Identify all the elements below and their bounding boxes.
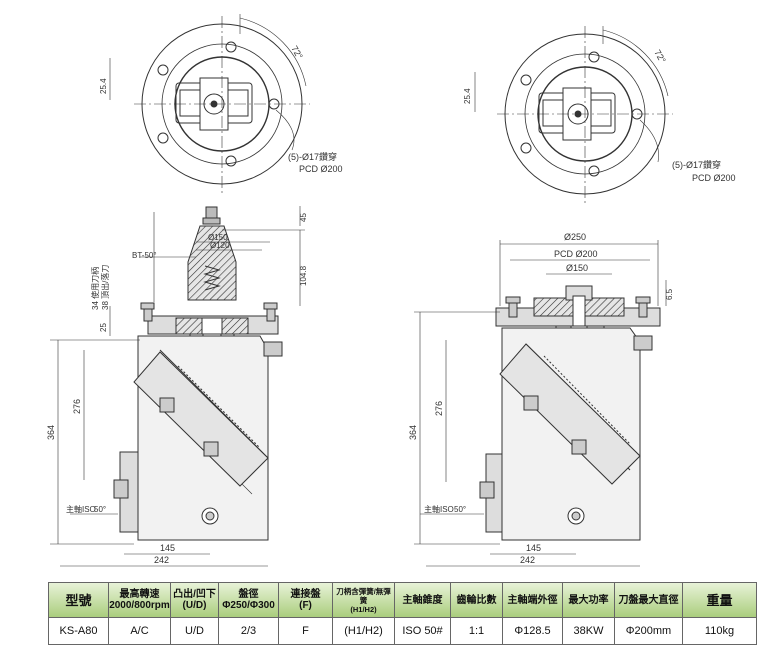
left-top-offset: 25.4 bbox=[99, 78, 108, 94]
spec-header-model: 型號 bbox=[48, 582, 109, 618]
left-side-h25: 25 bbox=[99, 323, 108, 332]
spec-header-holder: 刀柄含彈簧/無彈簧(H1/H2) bbox=[332, 582, 395, 618]
right-top-angle: 72° bbox=[652, 48, 668, 65]
spec-cell-ud: U/D bbox=[170, 617, 219, 645]
spec-cell-ratio: 1:1 bbox=[450, 617, 503, 645]
left-side-h364: 364 bbox=[46, 425, 56, 440]
technical-drawing: 72° (5)-Ø17鑽穿 PCD Ø200 25.4 72° (5)-Ø17鑽… bbox=[46, 14, 736, 567]
left-side-w145: 145 bbox=[160, 543, 175, 553]
spec-cell-taper: ISO 50# bbox=[394, 617, 451, 645]
spec-row: KS-A80 A/C U/D 2/3 F (H1/H2) ISO 50# 1:1… bbox=[48, 617, 757, 645]
spec-cell-flange: F bbox=[278, 617, 333, 645]
right-top-pcd: PCD Ø200 bbox=[692, 173, 736, 183]
left-top-view bbox=[109, 14, 310, 196]
spec-header-ratio: 齒輪比數 bbox=[450, 582, 503, 618]
spec-cell-power: 38KW bbox=[562, 617, 615, 645]
right-side-h276: 276 bbox=[434, 401, 444, 416]
right-side-pcd200: PCD Ø200 bbox=[554, 249, 598, 259]
right-side-h65: 6.5 bbox=[665, 288, 674, 300]
left-top-angle: 72° bbox=[289, 44, 305, 61]
right-top-view bbox=[474, 26, 673, 206]
right-side-d250: Ø250 bbox=[564, 232, 586, 242]
spec-header-max-dia: 刀盤最大直徑 bbox=[614, 582, 683, 618]
spec-cell-weight: 110kg bbox=[682, 617, 757, 645]
left-top-holes: (5)-Ø17鑽穿 bbox=[288, 151, 337, 162]
left-side-w242: 242 bbox=[154, 555, 169, 565]
spec-cell-holder: (H1/H2) bbox=[332, 617, 395, 645]
left-side-note1: 34 使用刀柄 bbox=[90, 267, 100, 310]
right-side-d150: Ø150 bbox=[566, 263, 588, 273]
right-side-h364: 364 bbox=[408, 425, 418, 440]
right-side-view bbox=[414, 240, 667, 567]
spec-cell-od: Φ128.5 bbox=[502, 617, 563, 645]
left-top-pcd: PCD Ø200 bbox=[299, 164, 343, 174]
spec-cell-model: KS-A80 bbox=[48, 617, 109, 645]
right-top-holes: (5)-Ø17鑽穿 bbox=[672, 159, 721, 170]
left-side-note2: 38 頂出/落刀 bbox=[100, 265, 110, 310]
left-side-bt: BT-50° bbox=[132, 251, 157, 260]
left-side-d150: Ø150 bbox=[208, 233, 228, 242]
left-side-spindle-angle: 50° bbox=[94, 505, 106, 514]
right-side-w242: 242 bbox=[520, 555, 535, 565]
spec-header-ud: 凸出/凹下(U/D) bbox=[170, 582, 219, 618]
spec-header-flange: 連接盤(F) bbox=[278, 582, 333, 618]
right-side-w145: 145 bbox=[526, 543, 541, 553]
right-top-offset: 25.4 bbox=[463, 88, 472, 104]
left-side-h1048: 104.8 bbox=[299, 265, 308, 286]
left-side-d120: Ø120 bbox=[210, 241, 230, 250]
spec-header-od: 主軸端外徑 bbox=[502, 582, 563, 618]
left-side-view bbox=[50, 206, 305, 567]
right-side-spindle-angle: 50° bbox=[454, 505, 466, 514]
spec-header-weight: 重量 bbox=[682, 582, 757, 618]
left-side-h45: 45 bbox=[299, 213, 308, 222]
spec-header-power: 最大功率 bbox=[562, 582, 615, 618]
left-side-h276: 276 bbox=[72, 399, 82, 414]
right-side-spindle: 主軸ISO bbox=[424, 504, 454, 514]
left-side-spindle: 主軸ISO bbox=[66, 504, 96, 514]
spec-cell-speed: A/C bbox=[108, 617, 171, 645]
spec-cell-max-dia: Φ200mm bbox=[614, 617, 683, 645]
spec-header-taper: 主軸錐度 bbox=[394, 582, 451, 618]
spec-cell-disc: 2/3 bbox=[218, 617, 279, 645]
